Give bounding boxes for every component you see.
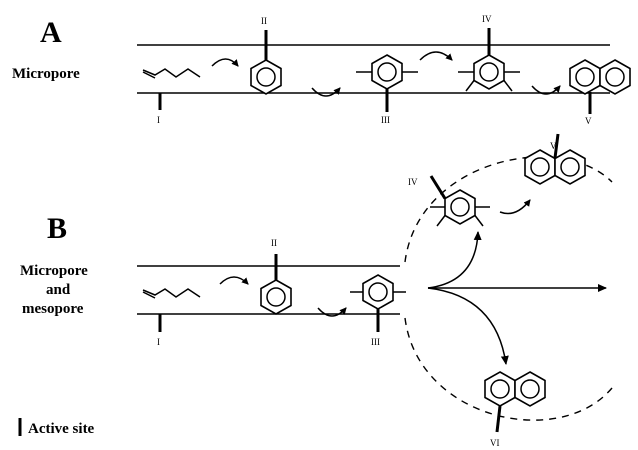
reaction-arrow (499, 199, 531, 215)
panel-a-pore-label: Micropore (12, 66, 80, 82)
methylbenzene-molecule (444, 189, 476, 225)
panel-a: A Micropore I II III (12, 14, 631, 126)
legend: Active site (18, 418, 95, 437)
reaction-arrow (311, 87, 341, 97)
panel-b-pore-label-line-1: Micropore (20, 263, 88, 279)
site-label-iii: III (371, 337, 380, 347)
site-label-vi: VI (490, 438, 500, 448)
branch-arrow-up (427, 231, 482, 289)
panel-b: B Micropore and mesopore I II III (20, 133, 613, 448)
naphthalene-molecule (524, 149, 556, 185)
hexene-molecule (142, 68, 201, 78)
active-site-marker (495, 405, 502, 433)
site-label-v: V (550, 141, 557, 151)
hexene-molecule (142, 288, 201, 298)
panel-b-pore-label-line-3: mesopore (22, 301, 84, 317)
site-label-ii: II (271, 238, 277, 248)
reaction-arrow (531, 85, 561, 95)
branch-arrow-down (427, 287, 509, 365)
active-site-marker (553, 133, 560, 159)
naphthalene-molecule (484, 371, 516, 407)
site-label-iv: IV (482, 14, 492, 24)
naphthalene-molecule (569, 59, 601, 95)
site-label-iv: IV (408, 177, 418, 187)
panel-a-label: A (40, 16, 62, 49)
mesopore-boundary (404, 156, 613, 263)
site-label-ii: II (261, 16, 267, 26)
site-label-i: I (157, 115, 160, 125)
reaction-arrow (419, 51, 453, 61)
mesopore-boundary (404, 317, 613, 421)
xylene-molecule (371, 54, 403, 90)
reaction-arrow (211, 58, 239, 67)
reaction-arrow (219, 276, 249, 285)
site-label-iii: III (381, 115, 390, 125)
panel-b-label: B (47, 212, 67, 245)
site-label-v: V (585, 116, 592, 126)
methylbenzene-molecule (473, 54, 505, 90)
benzene-molecule (260, 279, 292, 315)
benzene-molecule (250, 59, 282, 95)
reaction-arrow (317, 307, 347, 317)
active-site-marker (429, 175, 447, 200)
panel-b-pore-label-line-2: and (46, 282, 71, 298)
xylene-molecule (362, 274, 394, 310)
site-label-i: I (157, 337, 160, 347)
legend-label: Active site (28, 421, 95, 437)
